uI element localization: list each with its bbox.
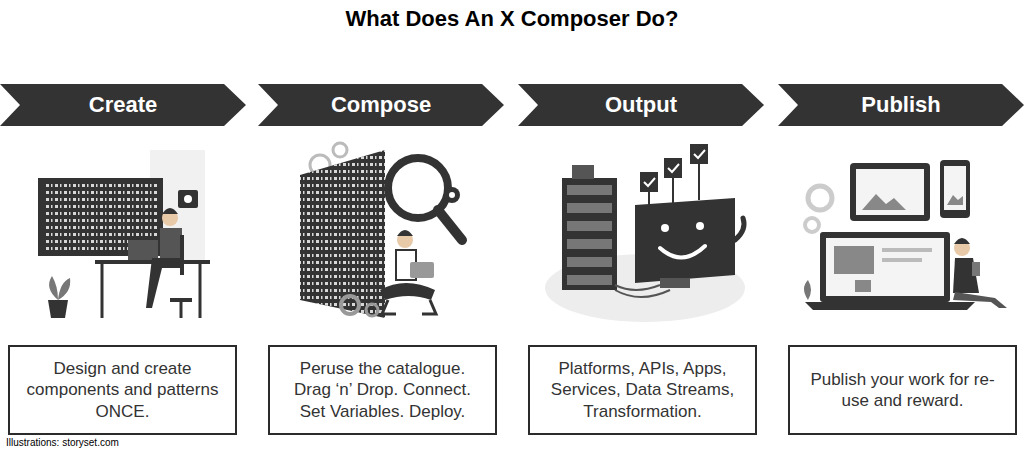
step-label: Create bbox=[89, 92, 157, 118]
step-label: Output bbox=[605, 92, 677, 118]
step-chevron: Publish bbox=[778, 84, 1024, 126]
publish-illustration bbox=[804, 160, 1007, 310]
description-box: Peruse the catalogue. Drag ‘n’ Drop. Con… bbox=[268, 345, 497, 435]
step-chevron: Compose bbox=[258, 84, 504, 126]
step-description: Peruse the catalogue. Drag ‘n’ Drop. Con… bbox=[282, 358, 483, 422]
step-label: Publish bbox=[861, 92, 940, 118]
step-label: Compose bbox=[331, 92, 431, 118]
compose-illustration bbox=[300, 143, 462, 318]
output-illustration bbox=[545, 144, 745, 322]
step-description: Platforms, APIs, Apps, Services, Data St… bbox=[542, 358, 743, 422]
diagram-title: What Does An X Composer Do? bbox=[0, 6, 1024, 32]
step-description: Design and create components and pattern… bbox=[22, 358, 223, 422]
create-illustration bbox=[38, 150, 210, 318]
description-box: Platforms, APIs, Apps, Services, Data St… bbox=[528, 345, 757, 435]
step-chevron: Output bbox=[518, 84, 764, 126]
step-description: Publish your work for re-use and reward. bbox=[802, 369, 1003, 412]
credit-note: Illustrations: storyset.com bbox=[6, 437, 119, 448]
description-box: Publish your work for re-use and reward. bbox=[788, 345, 1017, 435]
description-box: Design and create components and pattern… bbox=[8, 345, 237, 435]
step-chevron: Create bbox=[0, 84, 246, 126]
